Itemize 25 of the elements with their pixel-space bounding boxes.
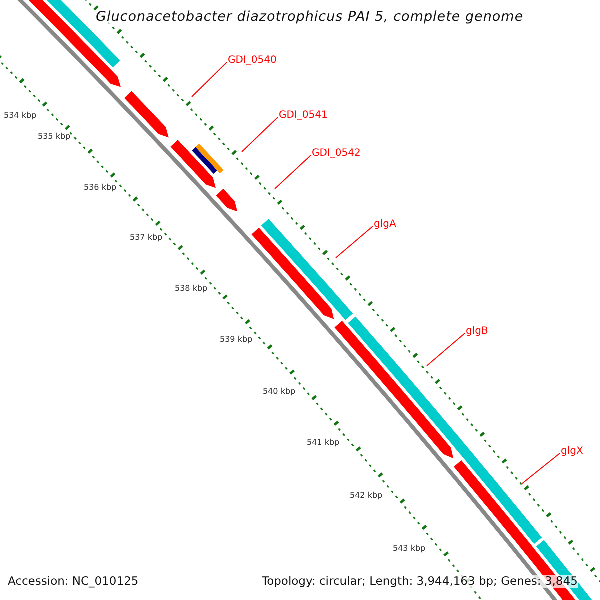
leader-line [522, 453, 560, 484]
scale-label: 542 kbp [350, 491, 383, 500]
leader-line [336, 226, 374, 258]
scale-label: 535 kbp [38, 132, 71, 142]
map-title: Gluconacetobacter diazotrophicus PAI 5, complete genome [96, 10, 524, 26]
scale-label: 541 kbp [307, 438, 340, 448]
gene-label: GDI_0541 [279, 110, 328, 122]
scale-label: 537 kbp [130, 233, 163, 242]
scale-label: 538 kbp [175, 284, 208, 294]
gene-label: GDI_0540 [228, 55, 277, 66]
scale-label: 536 kbp [84, 183, 117, 192]
leader-line [192, 62, 228, 98]
scale-label: 543 kbp [393, 544, 426, 554]
genome-info-text: Topology: circular; Length: 3,944,163 bp; Genes: 3,845 [262, 575, 578, 588]
leader-line [242, 117, 278, 152]
scale-label: 534 kbp [4, 111, 37, 120]
gene-label: glgX [561, 446, 584, 458]
gene-label: GDI_0542 [312, 148, 361, 160]
gene-label: glgB [466, 326, 488, 338]
scale-label: 540 kbp [263, 387, 296, 396]
gene-label: glgA [374, 219, 396, 230]
leader-line [274, 155, 312, 190]
leader-line [426, 333, 466, 366]
accession-text: Accession: NC_010125 [8, 575, 139, 588]
scale-label: 539 kbp [220, 335, 253, 344]
